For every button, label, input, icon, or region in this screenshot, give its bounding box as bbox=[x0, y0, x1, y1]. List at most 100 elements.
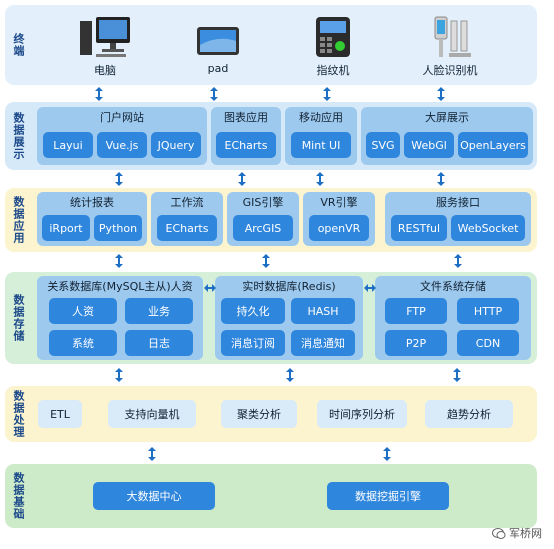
process-item: 时间序列分析 bbox=[317, 400, 407, 428]
group-title: 大屏展示 bbox=[425, 111, 469, 124]
tablet-icon bbox=[197, 27, 239, 55]
group-title: 实时数据库(Redis) bbox=[242, 280, 336, 293]
arrow-icon bbox=[238, 172, 246, 186]
tech-button: iRport bbox=[42, 215, 90, 241]
pad-device: pad bbox=[183, 15, 253, 75]
fingerprint-label: 指纹机 bbox=[316, 64, 350, 77]
group-title: 服务接口 bbox=[436, 196, 480, 209]
arrow-icon bbox=[453, 368, 461, 382]
db-button: 日志 bbox=[125, 330, 193, 356]
terminal-layer-label: 终端 bbox=[12, 33, 25, 57]
filesystem-group: 文件系统存储 FTP HTTP P2P CDN bbox=[375, 276, 531, 360]
tech-button: Python bbox=[94, 215, 142, 241]
process-item: 聚类分析 bbox=[221, 400, 297, 428]
display-layer-label: 数据展示 bbox=[12, 112, 25, 160]
gis-group: GIS引擎 ArcGIS bbox=[227, 192, 299, 246]
group-title: 图表应用 bbox=[224, 111, 268, 124]
arrow-icon bbox=[262, 254, 270, 268]
base-item: 大数据中心 bbox=[93, 482, 215, 510]
chart-group: 图表应用 ECharts bbox=[211, 107, 281, 165]
vr-group: VR引擎 openVR bbox=[303, 192, 375, 246]
base-layer: 数据基础 大数据中心 数据挖掘引擎 bbox=[5, 464, 537, 528]
base-layer-label: 数据基础 bbox=[12, 472, 25, 520]
process-item: 趋势分析 bbox=[425, 400, 513, 428]
terminal-layer: 终端 电脑 pad bbox=[5, 5, 537, 85]
tech-button: RESTful bbox=[391, 215, 447, 241]
computer-icon bbox=[80, 17, 130, 57]
db-button: HASH bbox=[291, 298, 355, 324]
db-button: 人资 bbox=[49, 298, 117, 324]
app-layer-label: 数据应用 bbox=[12, 196, 25, 244]
arrow-icon bbox=[383, 447, 391, 461]
storage-layer-label: 数据存储 bbox=[12, 294, 25, 342]
arrow-icon bbox=[95, 87, 103, 101]
base-item: 数据挖掘引擎 bbox=[327, 482, 449, 510]
tech-button: Layui bbox=[43, 132, 93, 158]
service-group: 服务接口 RESTful WebSocket bbox=[385, 192, 531, 246]
db-button: 消息订阅 bbox=[221, 330, 285, 356]
group-title: GIS引擎 bbox=[242, 196, 284, 209]
arrow-icon bbox=[454, 254, 462, 268]
fingerprint-device: 指纹机 bbox=[298, 15, 368, 78]
group-title: 统计报表 bbox=[70, 196, 114, 209]
computer-label: 电脑 bbox=[94, 64, 116, 77]
wechat-icon bbox=[491, 528, 505, 539]
fingerprint-machine-icon bbox=[316, 17, 350, 57]
arrow-icon bbox=[115, 368, 123, 382]
arrow-icon bbox=[115, 172, 123, 186]
tech-button: ArcGIS bbox=[233, 215, 293, 241]
tech-button: ECharts bbox=[157, 215, 217, 241]
process-layer-label: 数据处理 bbox=[12, 390, 25, 438]
arrow-icon bbox=[210, 87, 218, 101]
face-label: 人脸识别机 bbox=[422, 64, 478, 77]
bigscreen-group: 大屏展示 SVG WebGl OpenLayers bbox=[361, 107, 533, 165]
computer-device: 电脑 bbox=[70, 15, 140, 78]
arrow-icon bbox=[316, 172, 324, 186]
face-device: 人脸识别机 bbox=[410, 15, 490, 78]
process-item: 支持向量机 bbox=[108, 400, 196, 428]
group-title: VR引擎 bbox=[320, 196, 358, 209]
arrow-icon bbox=[323, 87, 331, 101]
arrow-icon bbox=[115, 254, 123, 268]
display-layer: 数据展示 门户网站 Layui Vue.js JQuery 图表应用 EChar… bbox=[5, 102, 537, 170]
group-title: 门户网站 bbox=[100, 111, 144, 124]
storage-layer: 数据存储 关系数据库(MySQL主从)人资 人资 业务 系统 日志 实时数据库(… bbox=[5, 272, 537, 364]
arrow-icon bbox=[437, 172, 445, 186]
db-button: P2P bbox=[385, 330, 447, 356]
tech-button: JQuery bbox=[151, 132, 201, 158]
arrow-icon bbox=[437, 87, 445, 101]
report-group: 统计报表 iRport Python bbox=[37, 192, 147, 246]
tech-button: Mint UI bbox=[291, 132, 351, 158]
group-title: 文件系统存储 bbox=[420, 280, 486, 293]
arrow-icon bbox=[286, 368, 294, 382]
group-title: 关系数据库(MySQL主从)人资 bbox=[47, 280, 193, 293]
app-layer: 数据应用 统计报表 iRport Python 工作流 ECharts GIS引… bbox=[5, 188, 537, 252]
horizontal-arrow-icon bbox=[364, 284, 376, 292]
group-title: 移动应用 bbox=[299, 111, 343, 124]
arrow-icon bbox=[148, 447, 156, 461]
pad-label: pad bbox=[207, 62, 229, 75]
db-button: FTP bbox=[385, 298, 447, 324]
tech-button: WebGl bbox=[404, 132, 454, 158]
tech-button: Vue.js bbox=[97, 132, 147, 158]
group-title: 工作流 bbox=[170, 196, 204, 209]
face-recognition-icon bbox=[434, 16, 471, 57]
db-button: 业务 bbox=[125, 298, 193, 324]
db-button: 消息通知 bbox=[291, 330, 355, 356]
mobile-group: 移动应用 Mint UI bbox=[285, 107, 357, 165]
redis-group: 实时数据库(Redis) 持久化 HASH 消息订阅 消息通知 bbox=[215, 276, 363, 360]
watermark-text: 军桥网 bbox=[509, 527, 542, 540]
tech-button: WebSocket bbox=[451, 215, 525, 241]
db-button: CDN bbox=[457, 330, 519, 356]
db-button: HTTP bbox=[457, 298, 519, 324]
db-button: 系统 bbox=[49, 330, 117, 356]
process-item: ETL bbox=[38, 400, 82, 428]
tech-button: ECharts bbox=[216, 132, 276, 158]
workflow-group: 工作流 ECharts bbox=[151, 192, 223, 246]
mysql-group: 关系数据库(MySQL主从)人资 人资 业务 系统 日志 bbox=[37, 276, 203, 360]
portal-group: 门户网站 Layui Vue.js JQuery bbox=[37, 107, 207, 165]
tech-button: openVR bbox=[309, 215, 369, 241]
tech-button: SVG bbox=[366, 132, 400, 158]
watermark: 军桥网 bbox=[491, 525, 542, 541]
horizontal-arrow-icon bbox=[204, 284, 216, 292]
